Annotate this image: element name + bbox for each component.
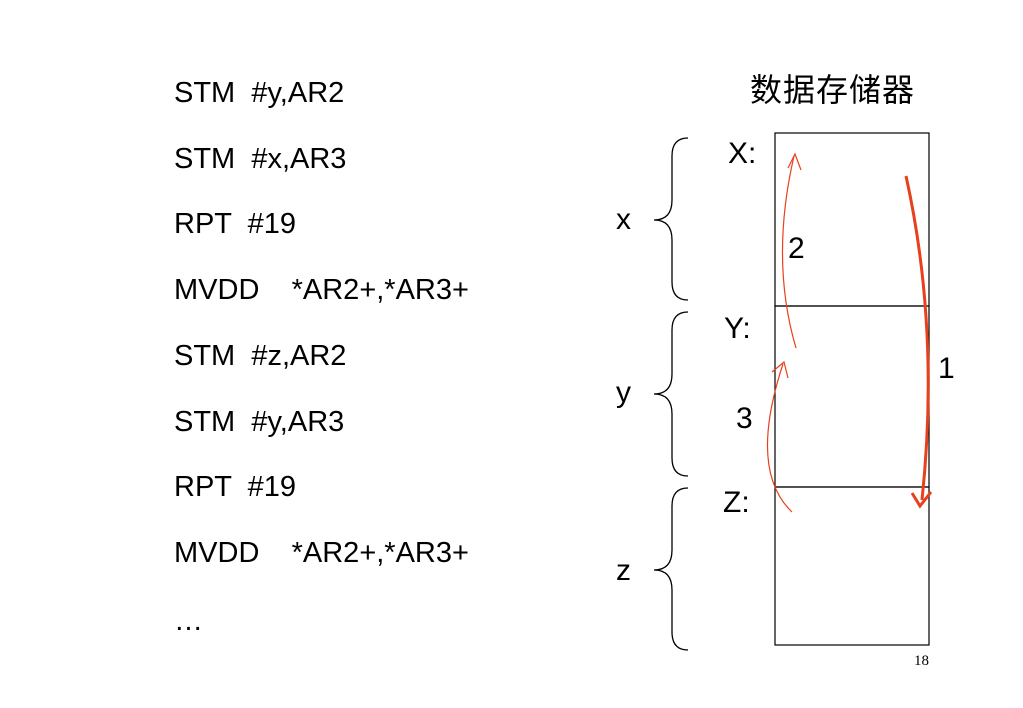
- code-line-1: STM #y,AR2: [174, 77, 345, 109]
- memory-block-z: [774, 486, 930, 646]
- brace-label-x: x: [616, 203, 631, 236]
- arrow-3-head: [771, 360, 789, 379]
- brace-z: [653, 487, 689, 651]
- brace-x: [653, 137, 689, 301]
- page-number: 18: [914, 653, 929, 669]
- code-line-8: MVDD *AR2+,*AR3+: [174, 537, 469, 569]
- arrow-3: [766, 363, 793, 513]
- memory-block-x: [774, 132, 930, 307]
- arrow-2: [781, 155, 797, 349]
- code-line-3: RPT #19: [174, 208, 296, 240]
- memory-label-y: Y:: [724, 312, 751, 345]
- memory-label-z: Z:: [723, 486, 750, 519]
- code-line-5: STM #z,AR2: [174, 340, 347, 372]
- code-line-6: STM #y,AR3: [174, 406, 345, 438]
- memory-label-x: X:: [728, 137, 757, 170]
- arrow-label-3: 3: [736, 402, 753, 435]
- code-line-4: MVDD *AR2+,*AR3+: [174, 274, 469, 306]
- arrow-label-2: 2: [788, 232, 805, 265]
- arrow-1: [904, 175, 930, 501]
- code-line-7: RPT #19: [174, 471, 296, 503]
- brace-label-y: y: [616, 376, 631, 409]
- arrow-2-head: [787, 152, 802, 171]
- memory-title: 数据存储器: [750, 71, 916, 109]
- code-line-2: STM #x,AR3: [174, 143, 347, 175]
- code-line-ellipsis: …: [174, 605, 203, 637]
- memory-block-y: [774, 305, 930, 488]
- brace-label-z: z: [616, 554, 631, 587]
- arrow-label-1: 1: [938, 352, 955, 385]
- arrow-1-head: [910, 491, 933, 509]
- brace-y: [653, 311, 689, 477]
